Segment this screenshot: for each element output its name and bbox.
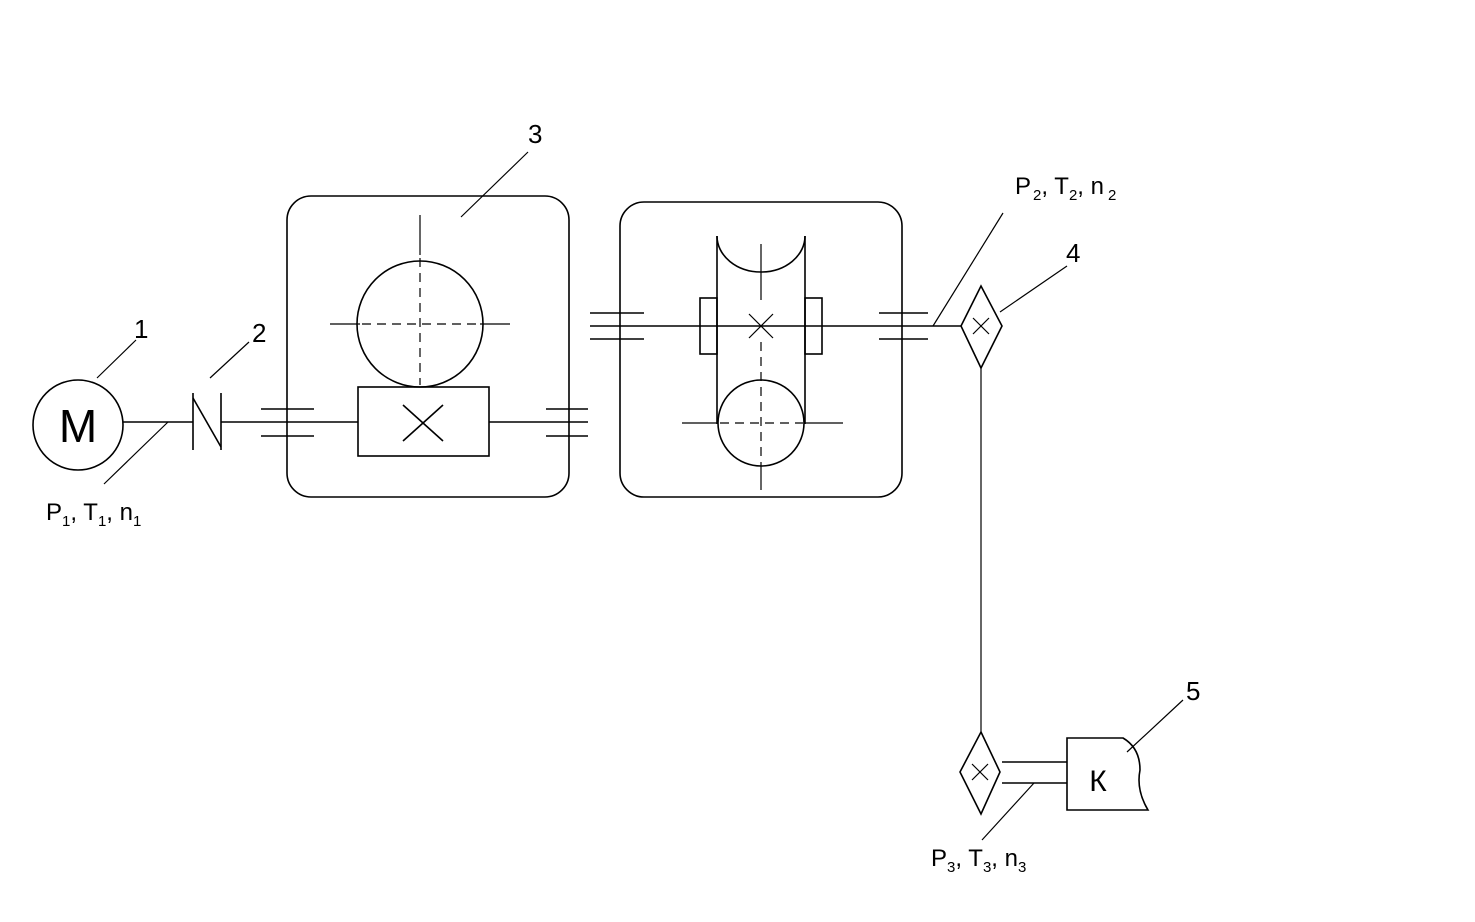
gearbox-second-stage <box>590 201 935 498</box>
leader-drum <box>1126 699 1184 753</box>
svg-text:P2, T2, n2: P2, T2, n2 <box>1015 173 1116 204</box>
working-machine: К <box>1066 737 1150 811</box>
shaft-label-1: P1, T1, n1 <box>46 499 141 530</box>
leader-p1 <box>103 421 169 485</box>
gearbox-worm-stage <box>261 195 588 498</box>
callout-4: 4 <box>1066 238 1080 268</box>
callout-3: 3 <box>528 119 542 149</box>
callout-5: 5 <box>1186 676 1200 706</box>
callout-1: 1 <box>134 314 148 344</box>
leader-p2 <box>932 212 1004 327</box>
leader-sprocket <box>999 265 1068 313</box>
callout-2: 2 <box>252 318 266 348</box>
elastic-coupling <box>192 393 222 450</box>
leader-gearbox <box>460 151 529 218</box>
motor: M <box>32 379 124 471</box>
chain-sprocket-driving <box>935 284 1003 370</box>
svg-text:P3, T3, n3: P3, T3, n3 <box>931 845 1026 876</box>
shaft-label-3: P3, T3, n3 <box>931 845 1026 876</box>
drum-symbol: К <box>1089 765 1107 798</box>
motor-circle <box>32 379 124 471</box>
leader-coupling <box>209 341 250 379</box>
motor-symbol: M <box>59 400 97 452</box>
chain-sprocket-driven <box>959 730 1067 816</box>
leader-p3 <box>981 782 1035 841</box>
svg-text:P1, T1, n1: P1, T1, n1 <box>46 499 141 530</box>
leader-motor <box>96 339 137 379</box>
